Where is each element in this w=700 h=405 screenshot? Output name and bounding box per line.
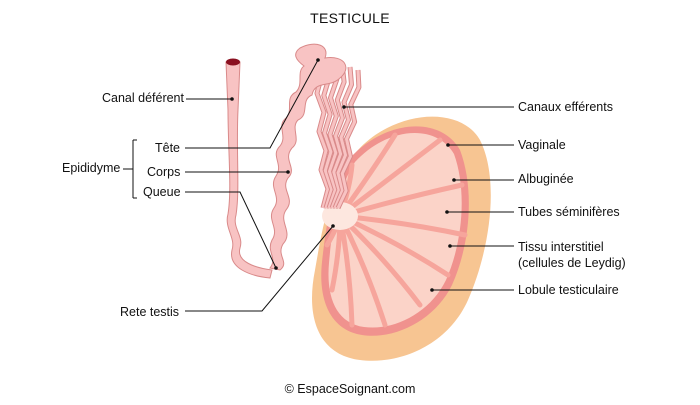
efferent-duct <box>327 60 339 209</box>
bullet-dot-icon <box>445 210 449 214</box>
label-lobule-testiculaire: Lobule testiculaire <box>518 283 619 297</box>
leader-line <box>185 59 319 149</box>
bullet-dot-icon <box>230 97 234 101</box>
efferent-duct <box>336 69 361 209</box>
leader-line <box>123 139 137 199</box>
bullet-dot-icon <box>316 58 320 62</box>
leader-line <box>185 191 277 269</box>
leader-dots <box>230 58 456 292</box>
label-corps: Corps <box>147 165 181 179</box>
efferent-duct <box>333 66 353 209</box>
label-canaux-efferents: Canaux efférents <box>518 100 613 114</box>
bullet-dot-icon <box>342 105 346 109</box>
bullet-dot-icon <box>274 266 278 270</box>
vas-deferens-shape <box>225 61 273 279</box>
label-epididyme: Epididyme <box>62 161 121 175</box>
label-albuginee: Albuginée <box>518 172 574 186</box>
label-tissu-interstitiel-sub: (cellules de Leydig) <box>518 256 626 270</box>
label-canal-deferent: Canal déférent <box>101 91 184 105</box>
leader-line <box>185 225 334 312</box>
bullet-dot-icon <box>452 178 456 182</box>
label-tubes-seminiferes: Tubes séminifères <box>518 205 620 219</box>
rete-testis-shape <box>322 202 358 230</box>
label-queue: Queue <box>143 185 181 199</box>
efferent-duct <box>330 63 346 209</box>
diagram-title: TESTICULE <box>310 10 390 26</box>
bullet-dot-icon <box>448 244 452 248</box>
bullet-dot-icon <box>331 224 335 228</box>
label-vaginale: Vaginale <box>518 138 566 152</box>
bullet-dot-icon <box>286 170 290 174</box>
label-rete-testis: Rete testis <box>120 305 180 319</box>
label-tete: Tête <box>155 141 181 155</box>
vas-lumen-shape <box>226 58 240 66</box>
label-tissu-interstitiel: Tissu interstitiel <box>518 240 604 254</box>
leader-lines <box>123 59 514 312</box>
bullet-dot-icon <box>446 143 450 147</box>
copyright-credit: © EspaceSoignant.com <box>284 382 416 396</box>
efferent-ducts-group <box>314 54 362 210</box>
bullet-dot-icon <box>430 288 434 292</box>
